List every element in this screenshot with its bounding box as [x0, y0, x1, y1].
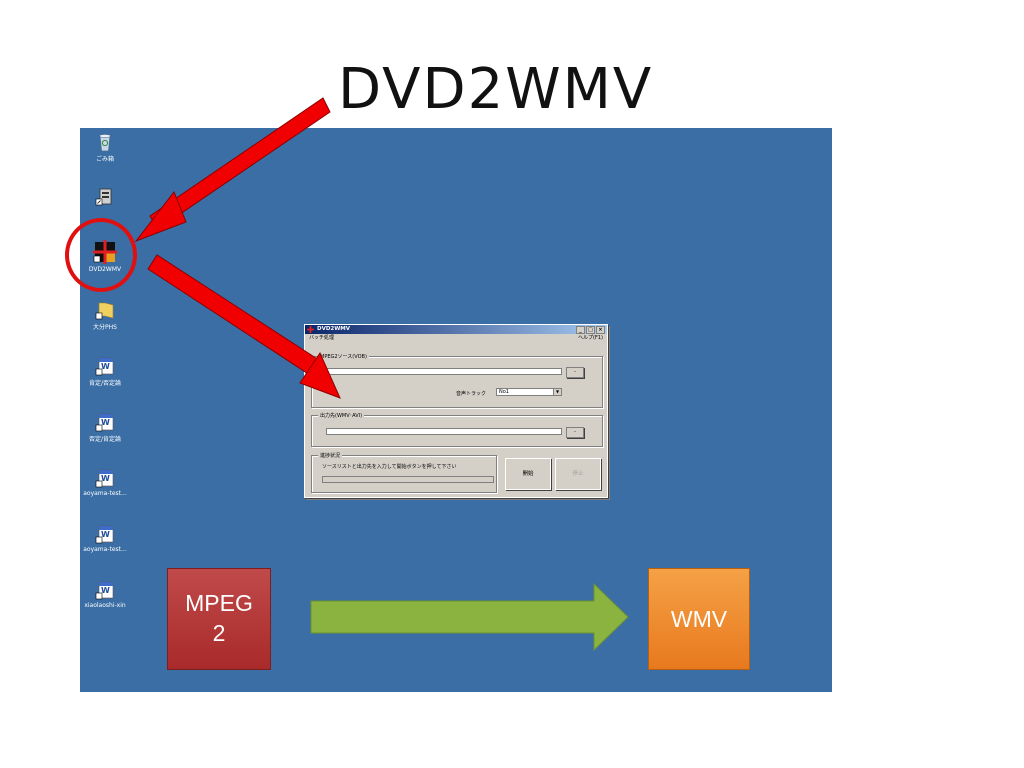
svg-text:W: W — [101, 418, 110, 427]
desktop-icon-word-doc[interactable]: W aoyama-test... — [80, 524, 130, 553]
dvd2wmv-dialog: DVD2WMV _□× バッチ処理 ヘルプ(F1) MPEG2ソース(VOB) … — [304, 324, 608, 498]
desktop-icon-label: xiaolaoshi-xin — [84, 602, 126, 609]
close-button[interactable]: × — [596, 326, 605, 334]
word-doc-icon: W — [95, 469, 114, 488]
desktop-icon-word-doc[interactable]: W 否定/肯定論 — [80, 412, 130, 443]
dialog-title: DVD2WMV — [317, 326, 351, 332]
slide-title: DVD2WMV — [338, 57, 654, 122]
menu-batch[interactable]: バッチ処理 — [309, 335, 335, 341]
menubar: バッチ処理 ヘルプ(F1) — [305, 334, 607, 342]
dropdown-arrow-icon: ▼ — [553, 389, 561, 395]
desktop-icon-label: 肯定/否定論 — [88, 380, 122, 387]
minimize-button[interactable]: _ — [576, 326, 585, 334]
desktop-icon-label: aoyama-test... — [83, 546, 127, 553]
svg-text:W: W — [101, 530, 110, 539]
wmv-box: WMV — [648, 568, 750, 670]
recycle-bin-icon — [99, 134, 111, 152]
svg-text:W: W — [101, 474, 110, 483]
green-arrow — [310, 582, 629, 652]
dialog-titlebar[interactable]: DVD2WMV _□× — [305, 325, 607, 334]
red-arrow-to-dialog — [147, 254, 341, 399]
output-group-label: 出力先(WMV･AVI) — [318, 412, 365, 419]
word-doc-icon: W — [95, 581, 114, 600]
start-button[interactable]: 開始 — [505, 458, 551, 490]
status-group-label: 進捗状況 — [318, 452, 343, 459]
source-group-label: MPEG2ソース(VOB) — [318, 353, 369, 360]
source-group: MPEG2ソース(VOB) .. 音声トラック No1 ▼ — [311, 353, 603, 408]
status-text: ソースリストと出力先を入力して開始ボタンを押して下さい — [322, 464, 457, 470]
desktop-icon-label: 否定/肯定論 — [88, 436, 122, 443]
mpeg2-box-label: MPEG 2 — [185, 590, 253, 646]
red-arrow-to-icon — [134, 97, 331, 243]
progress-bar — [322, 476, 494, 483]
desktop-icon-folder[interactable]: 大分PHS — [80, 300, 130, 331]
status-group: 進捗状況 ソースリストと出力先を入力して開始ボタンを押して下さい — [311, 452, 497, 493]
desktop-icon-app-shortcut[interactable] — [80, 186, 130, 208]
menu-help[interactable]: ヘルプ(F1) — [578, 335, 603, 341]
output-group: 出力先(WMV･AVI) .. — [311, 412, 603, 447]
stop-button[interactable]: 停止 — [555, 458, 601, 490]
wmv-box-label: WMV — [670, 605, 728, 632]
desktop-icon-label: 大分PHS — [93, 324, 117, 331]
output-input[interactable] — [326, 428, 562, 435]
word-doc-icon: W — [95, 413, 114, 432]
output-browse-button[interactable]: .. — [566, 427, 584, 438]
app-title-icon — [307, 326, 314, 333]
desktop-icon-label: aoyama-test... — [83, 490, 127, 497]
desktop-icon-label: ごみ箱 — [95, 156, 114, 163]
maximize-button[interactable]: □ — [586, 326, 595, 334]
desktop-icon-word-doc[interactable]: W 肯定/否定論 — [80, 356, 130, 387]
audio-track-value: No1 — [499, 389, 509, 395]
desktop-icon-word-doc[interactable]: W xiaolaoshi-xin — [80, 580, 130, 609]
svg-text:W: W — [101, 362, 110, 371]
mpeg2-box: MPEG 2 — [167, 568, 271, 670]
app-shortcut-icon — [95, 188, 112, 206]
word-doc-icon: W — [95, 525, 114, 544]
audio-track-select[interactable]: No1 ▼ — [496, 388, 562, 396]
desktop-icon-word-doc[interactable]: W aoyama-test... — [80, 468, 130, 497]
desktop-icon-recycle-bin[interactable]: ごみ箱 — [80, 132, 130, 163]
word-doc-icon: W — [95, 357, 114, 376]
highlight-circle — [65, 218, 137, 292]
folder-icon — [95, 302, 114, 320]
svg-text:W: W — [101, 586, 110, 595]
audio-track-label: 音声トラック — [456, 391, 487, 397]
source-browse-button[interactable]: .. — [566, 367, 584, 378]
